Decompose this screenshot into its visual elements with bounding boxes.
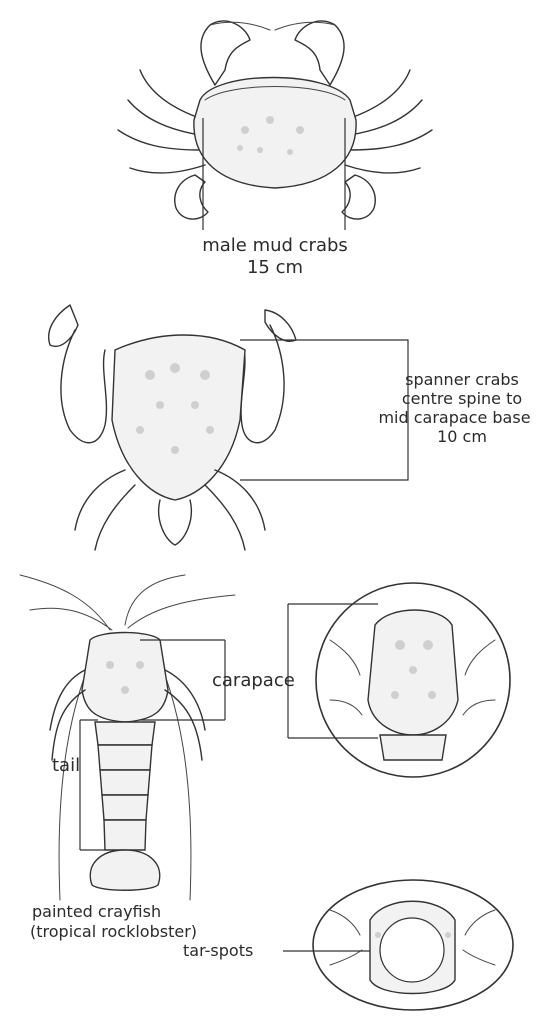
tar-spots-illustration: [283, 880, 513, 1010]
painted-crayfish-illustration: [20, 575, 235, 900]
carapace-closeup-illustration: [288, 583, 510, 777]
crayfish-name-label: painted crayfish: [32, 902, 161, 921]
mud-crab-size: 15 cm: [190, 258, 360, 277]
spanner-crab-measure-line3: mid carapace base: [372, 408, 537, 427]
tar-spots-label: tar-spots: [183, 941, 253, 960]
carapace-label: carapace: [212, 671, 295, 690]
tail-label: tail: [52, 756, 80, 775]
spanner-crab-measure-line2: centre spine to: [392, 389, 532, 408]
spanner-crab-illustration: [49, 305, 408, 550]
crayfish-alt-label: (tropical rocklobster): [30, 922, 197, 941]
spanner-crab-label: spanner crabs: [392, 370, 532, 389]
spanner-crab-size: 10 cm: [392, 427, 532, 446]
mud-crab-label: male mud crabs: [190, 236, 360, 255]
mud-crab-illustration: [118, 21, 432, 230]
